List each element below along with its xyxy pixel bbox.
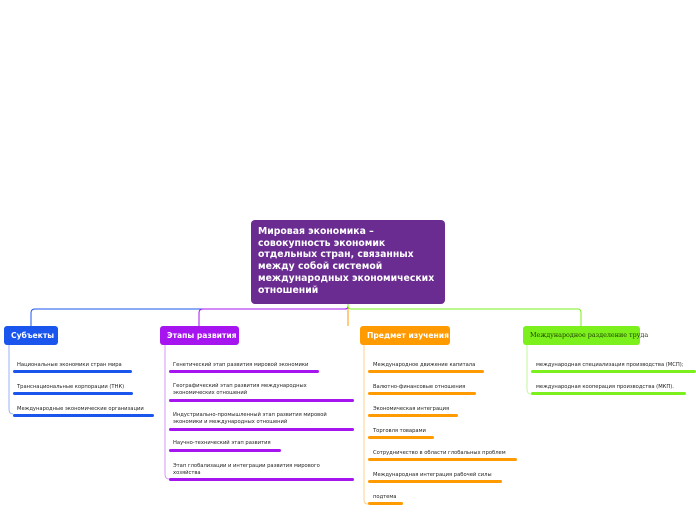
central-topic[interactable]: Мировая экономика – совокупность экономи… — [251, 220, 445, 304]
leaf-underline — [368, 502, 403, 505]
leaf-underline — [169, 428, 354, 431]
leaf-underline — [531, 370, 696, 373]
branch-stages[interactable]: Этапы развития — [160, 326, 239, 345]
leaf-subject-6[interactable]: Международная интеграция рабочей силы — [373, 472, 492, 478]
leaf-underline — [368, 458, 517, 461]
central-line: Мировая экономика – — [258, 226, 374, 237]
leaf-underline — [368, 480, 502, 483]
leaf-subject-4[interactable]: Торговля товарами — [373, 428, 426, 434]
leaf-subject-3[interactable]: Экономическая интеграция — [373, 406, 450, 412]
leaf-subject-1[interactable]: Международное движение капитала — [373, 362, 476, 368]
leaf-underline — [531, 392, 686, 395]
branch-subjects[interactable]: Субъекты — [4, 326, 58, 345]
leaf-underline — [169, 449, 281, 452]
connector-labour — [347, 300, 582, 326]
leaf-labour-2[interactable]: международная кооперация производства (М… — [536, 384, 674, 390]
branch-division-of-labour[interactable]: Международное разделение труда — [523, 326, 648, 345]
central-line: совокупность экономик — [258, 237, 386, 249]
leaf-line: экономики и международных отношений — [173, 419, 288, 425]
branch-subject-of-study[interactable]: Предмет изучения — [360, 326, 450, 345]
leaf-stages-5[interactable]: Этап глобализации и интеграции развития … — [173, 463, 320, 477]
leaf-underline — [368, 436, 434, 439]
trunk-stages — [164, 345, 170, 480]
leaf-underline — [169, 399, 354, 402]
leaf-underline — [169, 478, 354, 481]
leaf-stages-3[interactable]: Индустриально-промышленный этап развития… — [173, 412, 327, 426]
leaf-line: хозяйства — [173, 470, 201, 476]
central-line: отношений — [258, 284, 319, 296]
leaf-line: экономических отношений — [173, 390, 248, 396]
trunk-subject — [363, 345, 369, 505]
leaf-underline — [13, 392, 133, 395]
leaf-subjects-1[interactable]: Национальные экономики стран мира — [17, 362, 122, 368]
leaf-stages-1[interactable]: Генетический этап развития мировой эконо… — [173, 362, 309, 368]
leaf-subjects-3[interactable]: Международные экономические организации — [17, 406, 144, 412]
leaf-underline — [13, 414, 154, 417]
leaf-line: Индустриально-промышленный этап развития… — [173, 412, 327, 418]
leaf-line: Этап глобализации и интеграции развития … — [173, 463, 320, 469]
central-line: международных экономических — [258, 272, 435, 284]
central-line: между собой системой — [258, 261, 383, 273]
leaf-underline — [169, 370, 319, 373]
leaf-subject-7[interactable]: подтема — [373, 494, 397, 500]
central-line: отдельных стран, связанных — [258, 249, 414, 261]
leaf-underline — [368, 414, 458, 417]
leaf-subject-2[interactable]: Валютно-финансовые отношения — [373, 384, 466, 390]
leaf-stages-4[interactable]: Научно-технический этап развития — [173, 440, 271, 446]
leaf-subjects-2[interactable]: Транснациональные корпорации (ТНК) — [17, 384, 125, 390]
leaf-stages-2[interactable]: Географический этап развития международн… — [173, 383, 307, 397]
leaf-subject-5[interactable]: Сотрудничество в области глобальных проб… — [373, 450, 506, 456]
leaf-underline — [13, 370, 132, 373]
leaf-line: Географический этап развития международн… — [173, 383, 307, 389]
leaf-underline — [368, 392, 476, 395]
leaf-labour-1[interactable]: международная специализация производства… — [536, 362, 684, 368]
trunk-labour — [526, 345, 532, 395]
leaf-underline — [368, 370, 484, 373]
trunk-subjects — [8, 345, 14, 415]
